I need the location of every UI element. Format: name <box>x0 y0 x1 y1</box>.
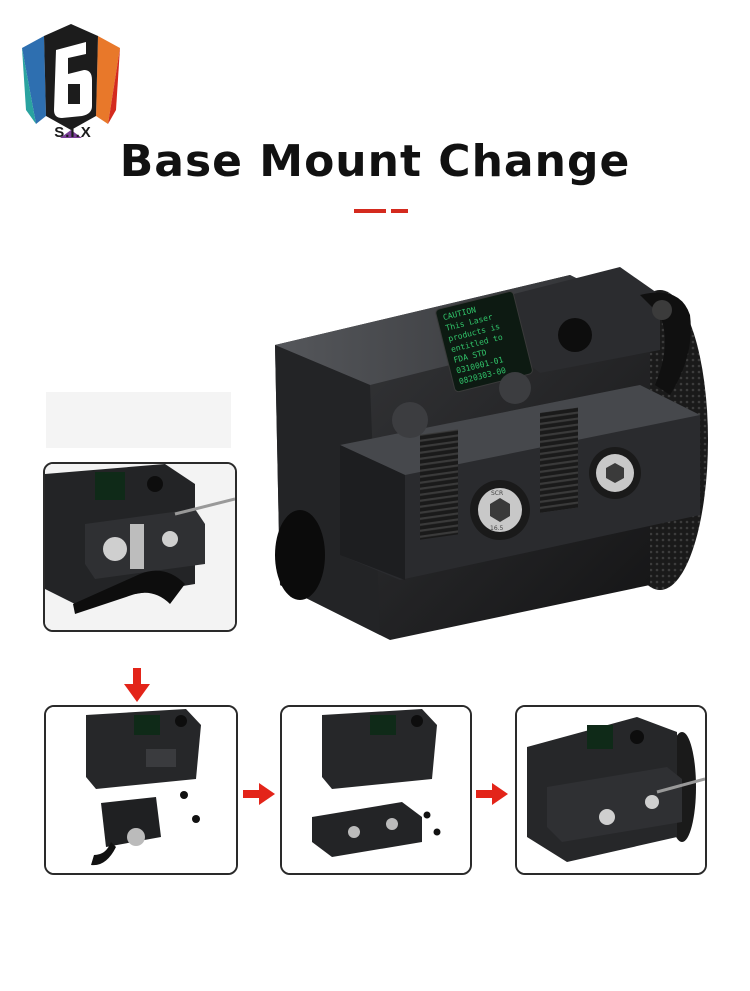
laser-device-main-image: CAUTION This Laser products is entitled … <box>275 267 708 640</box>
closeup-inset <box>43 462 237 632</box>
right-arrow-icon <box>243 783 275 805</box>
svg-text:SCR: SCR <box>491 490 503 497</box>
step-3-panel <box>515 705 707 875</box>
logo-text: S.I.X <box>54 124 92 141</box>
step-1-panel <box>44 705 238 875</box>
step-3-image <box>517 707 705 873</box>
right-arrow-icon <box>476 783 508 805</box>
title-underline-long <box>354 209 386 213</box>
title-underline-short <box>391 209 408 213</box>
six-logo-icon <box>22 24 120 138</box>
svg-text:16.5: 16.5 <box>490 525 504 532</box>
closeup-inset-image <box>45 464 235 630</box>
step-1-image <box>46 707 236 873</box>
screw-marking: SCR 16.5 <box>490 490 504 532</box>
step-2-panel <box>280 705 472 875</box>
faint-background-panel <box>46 392 231 448</box>
step-2-image <box>282 707 470 873</box>
page-title: Base Mount Change <box>119 136 631 187</box>
down-arrow-icon <box>124 668 150 702</box>
caution-label: CAUTION This Laser products is entitled … <box>442 305 507 386</box>
